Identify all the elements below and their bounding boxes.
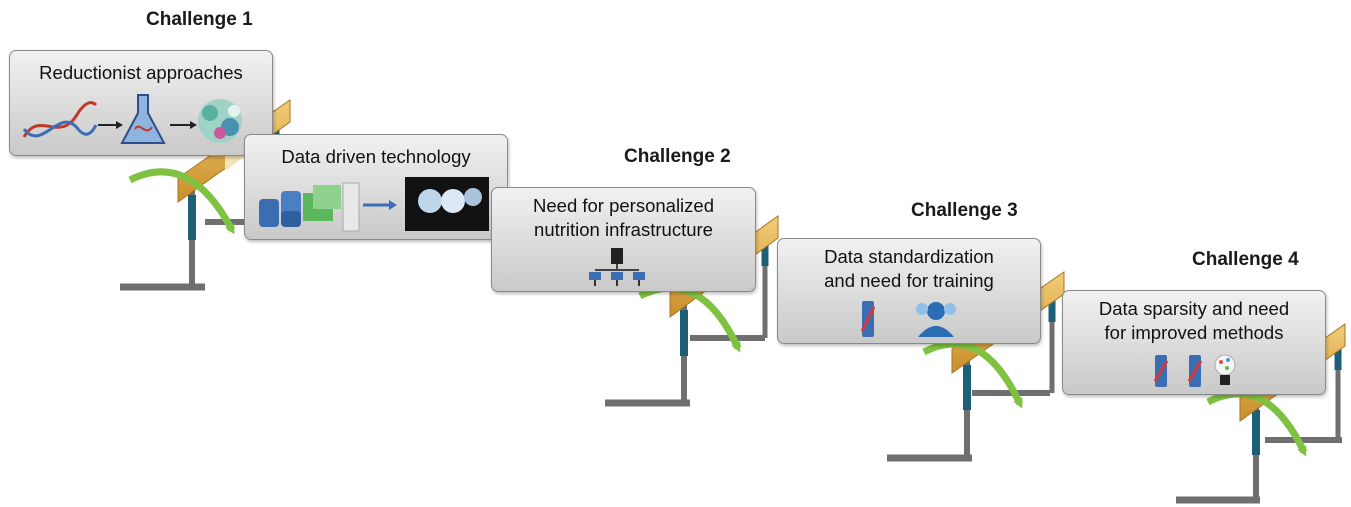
arrow-1: [128, 168, 236, 235]
box-3-line-1: Need for personalized: [533, 195, 714, 216]
server-network-icon: [589, 248, 645, 286]
box-5-line-2: for improved methods: [1104, 322, 1284, 343]
arrow-4: [1206, 390, 1308, 457]
reductionist-approaches-box: Reductionist approaches: [9, 50, 273, 156]
data-standardization-box: Data standardization and need for traini…: [777, 238, 1041, 344]
box-5-line-1: Data sparsity and need: [1098, 298, 1290, 319]
people-icon: [916, 302, 956, 337]
challenge-3-label: Challenge 3: [911, 200, 1018, 221]
screen-icon: [405, 177, 489, 231]
dna-icon: [22, 101, 98, 138]
data-sparsity-box: Data sparsity and need for improved meth…: [1062, 290, 1326, 395]
box-2-icons: [259, 177, 489, 232]
storage-icon: [1153, 355, 1169, 387]
box-1-icons: [22, 94, 242, 144]
challenge-1-label: Challenge 1: [146, 9, 253, 30]
arrow-3: [922, 340, 1024, 409]
flask-icon: [120, 94, 166, 144]
box-1-line-1: Reductionist approaches: [39, 62, 243, 83]
box-5-icons: [1153, 354, 1236, 387]
database-icon: [259, 191, 301, 227]
document-icon: [303, 185, 341, 221]
protein-icon: [198, 99, 242, 143]
box-3-line-2: nutrition infrastructure: [534, 219, 713, 240]
data-driven-technology-box: Data driven technology: [244, 134, 508, 240]
lightbulb-icon: [1214, 354, 1236, 385]
storage-icon: [1187, 355, 1203, 387]
box-2-line-1: Data driven technology: [281, 146, 471, 167]
personalized-nutrition-box: Need for personalized nutrition infrastr…: [491, 187, 756, 292]
challenge-2-label: Challenge 2: [624, 146, 731, 167]
box-4-line-1: Data standardization: [824, 246, 994, 267]
challenge-4-label: Challenge 4: [1192, 249, 1299, 270]
box-4-line-2: and need for training: [824, 270, 994, 291]
box-4-icons: [860, 301, 956, 337]
storage-icon: [860, 301, 876, 337]
